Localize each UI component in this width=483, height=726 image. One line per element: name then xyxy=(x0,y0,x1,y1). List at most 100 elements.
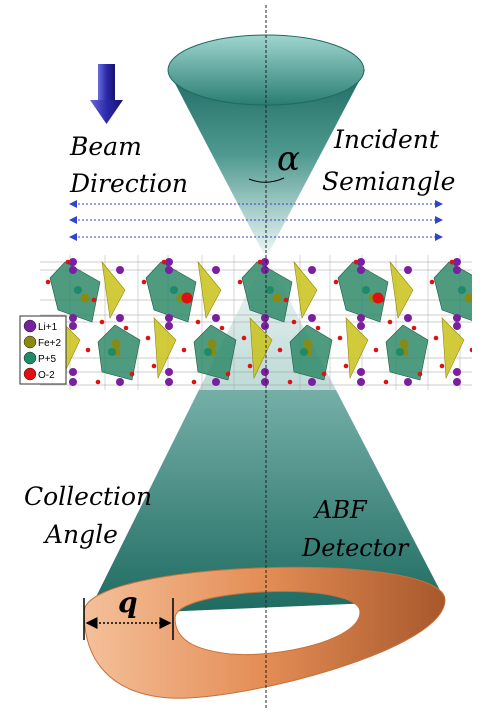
fe-atom xyxy=(399,339,409,349)
li-atom xyxy=(261,322,269,330)
q-measurement: q xyxy=(83,586,174,640)
o-atom xyxy=(283,297,289,303)
atoms xyxy=(45,258,481,386)
li-atom xyxy=(404,378,412,386)
o-atom xyxy=(241,335,247,341)
o-atom xyxy=(449,259,455,265)
fe-atom xyxy=(272,293,282,303)
o-atom xyxy=(315,325,321,331)
li-atom xyxy=(404,314,412,322)
fe-atom xyxy=(207,339,217,349)
o-atom xyxy=(469,347,472,353)
li-atom xyxy=(357,258,365,266)
tetrahedron xyxy=(101,260,126,319)
tetrahedron xyxy=(389,260,414,319)
crystal-structure xyxy=(40,255,481,390)
o-atom xyxy=(433,335,439,341)
o-atom xyxy=(225,371,231,377)
li-atom xyxy=(69,378,77,386)
incident-label-line1: Incident xyxy=(333,125,440,154)
li-atom xyxy=(69,314,77,322)
beam-label-line1: Beam xyxy=(69,132,142,161)
li-atom xyxy=(165,266,173,274)
o-atom xyxy=(439,363,445,369)
beam-label-line2: Direction xyxy=(69,169,188,198)
tetrahedron xyxy=(249,317,273,380)
p-atom xyxy=(204,348,212,356)
o-atom xyxy=(337,335,343,341)
p-atom xyxy=(108,348,116,356)
li-atom xyxy=(357,314,365,322)
o-atom xyxy=(287,379,293,385)
o-atom xyxy=(237,279,243,285)
li-atom xyxy=(453,322,461,330)
o-atom xyxy=(151,363,157,369)
fe-atom xyxy=(80,293,90,303)
legend-label: Li+1 xyxy=(38,322,58,333)
o-atom xyxy=(195,319,201,325)
arc-icon xyxy=(248,177,285,183)
o-atom xyxy=(257,259,263,265)
tetrahedron xyxy=(441,317,465,380)
legend-label: O-2 xyxy=(38,370,55,381)
li-atom xyxy=(308,378,316,386)
o-atom xyxy=(411,325,417,331)
o-atom-large xyxy=(181,292,193,304)
o-atom xyxy=(321,371,327,377)
p-atom xyxy=(170,286,178,294)
o-atom xyxy=(181,347,187,353)
li-atom xyxy=(453,368,461,376)
o-atom xyxy=(383,379,389,385)
p-atom xyxy=(300,348,308,356)
o-atom xyxy=(95,379,101,385)
legend-swatch xyxy=(23,351,37,365)
li-atom xyxy=(165,314,173,322)
o-atom xyxy=(219,325,225,331)
legend-item: Li+1 xyxy=(23,319,58,333)
o-atom xyxy=(91,297,97,303)
li-atom xyxy=(453,258,461,266)
o-atom xyxy=(85,347,91,353)
incident-label-line2: Semiangle xyxy=(322,167,455,196)
o-atom xyxy=(429,279,435,285)
detector-label-line1: ABF xyxy=(313,496,368,524)
collection-label-line1: Collection xyxy=(24,482,152,511)
o-atom xyxy=(161,259,167,265)
o-atom xyxy=(191,379,197,385)
li-atom xyxy=(404,266,412,274)
li-atom xyxy=(261,258,269,266)
o-atom xyxy=(45,279,51,285)
li-atom xyxy=(261,368,269,376)
fe-atom xyxy=(303,339,313,349)
alpha-symbol: α xyxy=(277,139,300,179)
o-atom xyxy=(353,259,359,265)
li-atom xyxy=(69,368,77,376)
li-atom xyxy=(308,314,316,322)
tetrahedron xyxy=(153,317,177,380)
li-atom xyxy=(212,266,220,274)
li-atom xyxy=(212,378,220,386)
o-atom xyxy=(141,279,147,285)
detector-label-line2: Detector xyxy=(301,534,410,562)
o-atom-large xyxy=(372,292,384,304)
p-atom xyxy=(458,286,466,294)
o-atom xyxy=(417,371,423,377)
li-atom xyxy=(116,314,124,322)
legend-swatch xyxy=(23,319,37,333)
legend-item: Fe+2 xyxy=(23,335,62,349)
o-atom xyxy=(476,298,481,303)
li-atom xyxy=(357,378,365,386)
legend-swatch xyxy=(23,367,37,381)
fe-atom xyxy=(464,293,472,303)
li-atom xyxy=(116,378,124,386)
li-atom xyxy=(69,258,77,266)
fe-atom xyxy=(111,339,121,349)
o-atom xyxy=(387,319,393,325)
li-atom xyxy=(165,378,173,386)
li-atom xyxy=(165,322,173,330)
legend-item: O-2 xyxy=(23,367,55,381)
legend-item: P+5 xyxy=(23,351,57,365)
li-atom xyxy=(357,322,365,330)
li-atom xyxy=(308,266,316,274)
